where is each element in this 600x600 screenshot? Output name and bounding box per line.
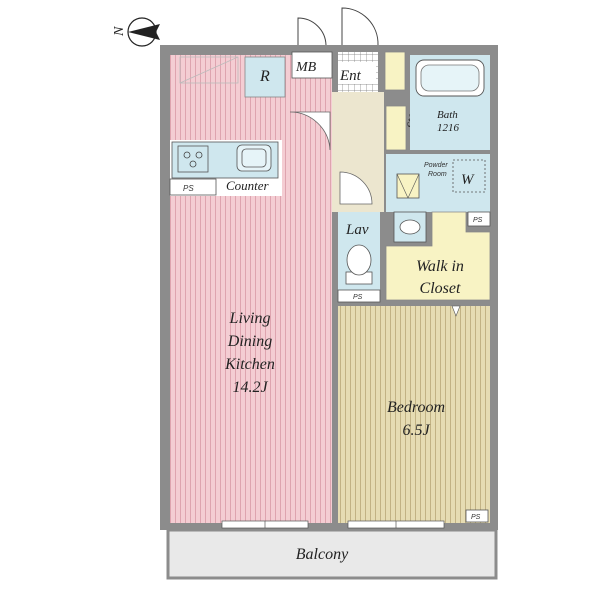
ldk-label-line2: Dining — [227, 333, 272, 350]
bedroom-area: 6.5J — [402, 422, 430, 439]
compass: N — [112, 17, 160, 47]
room-bedroom — [338, 306, 490, 523]
stove-icon — [177, 145, 209, 173]
closet-ps-label: PS — [473, 217, 483, 224]
burner-icon — [189, 160, 197, 168]
bedroom-ps-label: PS — [471, 514, 481, 521]
walkin-label-line1: Walk in — [416, 258, 464, 275]
powder-label-line1: Powder — [424, 162, 448, 169]
bedroom-ps-box — [465, 509, 489, 523]
sink-basin — [241, 148, 267, 168]
entrance-label: Ent — [339, 68, 362, 84]
room-ldk — [170, 55, 332, 523]
burner-icon — [195, 151, 203, 159]
bathtub-inner — [420, 64, 480, 92]
ldk-door-swing — [289, 111, 331, 151]
counter-label: Counter — [226, 178, 270, 193]
burner-icon — [183, 151, 191, 159]
cabinet-diagonal — [179, 56, 239, 84]
toilet-icon — [346, 244, 372, 276]
lav-ps-box — [337, 289, 381, 303]
lav-door-swing — [339, 171, 373, 205]
closet-ps-box — [467, 211, 491, 227]
pipe-space-box — [169, 178, 217, 196]
lav-ps-label: PS — [353, 294, 363, 301]
vanity-diag — [396, 173, 409, 199]
compass-needle-icon — [128, 24, 160, 40]
bath-size: 1216 — [437, 122, 460, 134]
storage — [385, 105, 407, 151]
washbasin-icon — [399, 219, 421, 235]
refrigerator-label: R — [259, 68, 270, 85]
pipe-space-label: PS — [183, 184, 194, 193]
compass-letter: N — [112, 26, 127, 37]
refrigerator-space — [244, 56, 286, 98]
bath-label: Bath — [437, 109, 458, 121]
kitchen-sink-icon — [236, 144, 272, 172]
vanity-diag — [407, 173, 420, 199]
meter-box-label: MB — [295, 60, 317, 75]
balcony — [166, 528, 498, 580]
entrance-door-swing — [341, 7, 379, 46]
lav-label: Lav — [345, 222, 369, 238]
walk-in-closet — [385, 211, 491, 301]
bedroom-label: Bedroom — [387, 399, 445, 416]
ldk-label-line3: Kitchen — [224, 356, 275, 373]
powder-label-line2: Room — [428, 171, 447, 178]
vanity-cabinet — [396, 173, 420, 199]
ldk-label-line1: Living — [229, 310, 271, 327]
meter-box — [291, 51, 333, 79]
closet-door-marker — [451, 305, 461, 317]
walkin-label-line2: Closet — [420, 280, 461, 297]
ldk-area: 14.2J — [232, 379, 268, 396]
balcony-label: Balcony — [296, 546, 349, 563]
washer-label: W — [461, 172, 475, 188]
cabinet-outline — [179, 56, 239, 84]
shoe-cabinet — [384, 51, 406, 91]
front-door-swing — [297, 17, 327, 46]
washer-space — [452, 159, 486, 193]
entrance-label-bg — [338, 62, 376, 84]
